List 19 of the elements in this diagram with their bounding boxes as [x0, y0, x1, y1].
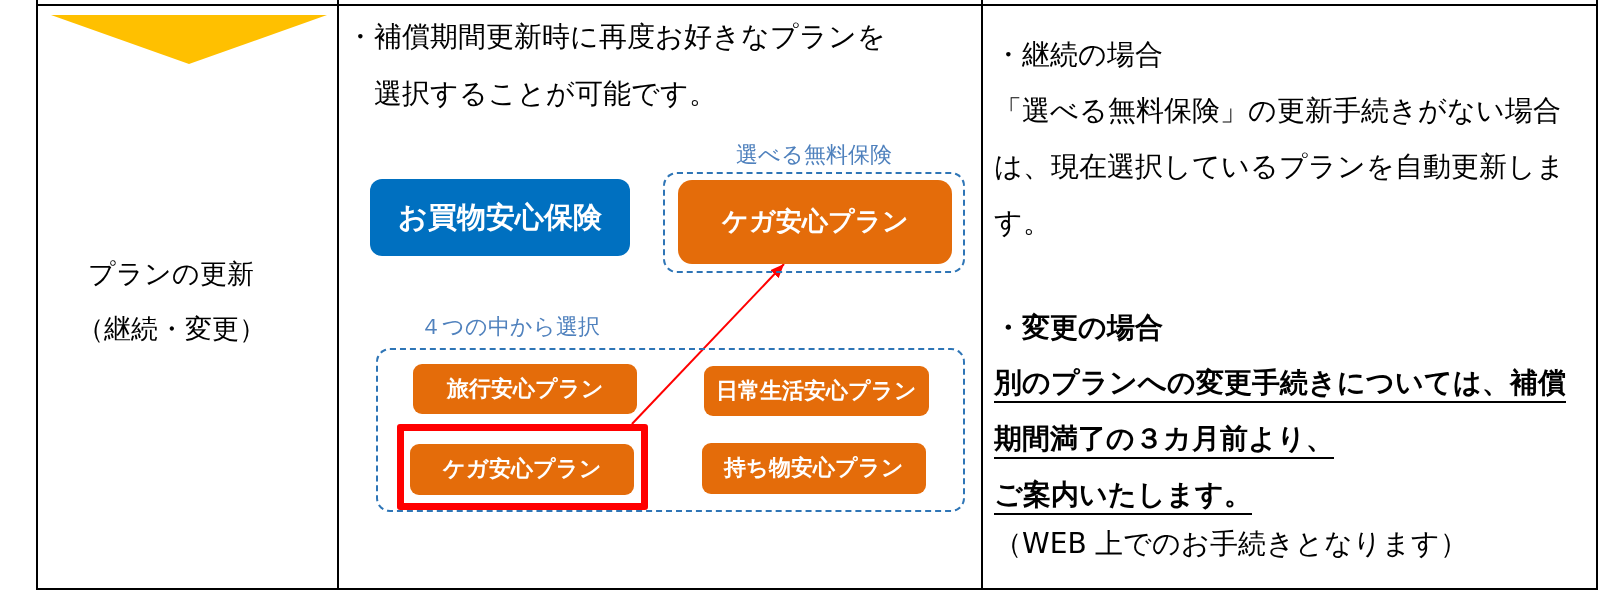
description-text: 「選べる無料保険」の更新手続きがない場合は、現在選択しているプランを自動更新します。	[994, 93, 1566, 241]
description-text: ・補償期間更新時に再度お好きなプランを選択することが可能です。	[346, 19, 887, 112]
plan-box: 旅行安心プラン	[413, 364, 637, 414]
note-text: （WEB 上でのお手続きとなります）	[994, 526, 1469, 562]
section-heading: ・継続の場合	[994, 37, 1163, 73]
plan-box: 日常生活安心プラン	[704, 366, 929, 416]
row-heading: プランの更新	[88, 257, 254, 291]
group-heading: 選べる無料保険	[736, 141, 892, 169]
notice-text: ご案内いたします。	[994, 477, 1252, 513]
insurance-box: お買物安心保険	[370, 179, 630, 256]
arrow	[630, 263, 786, 425]
plan-box: 持ち物安心プラン	[702, 443, 926, 494]
section-heading: ・変更の場合	[994, 310, 1163, 346]
group-heading: ４つの中から選択	[420, 313, 600, 341]
notice-text: 別のプランへの変更手続きについては、補償期間満了の３カ月前より、	[994, 365, 1567, 457]
plan-box: ケガ安心プラン	[410, 444, 634, 495]
row-heading: （継続・変更）	[76, 312, 266, 346]
highlight-frame	[397, 424, 648, 510]
plan-box: ケガ安心プラン	[678, 180, 952, 264]
